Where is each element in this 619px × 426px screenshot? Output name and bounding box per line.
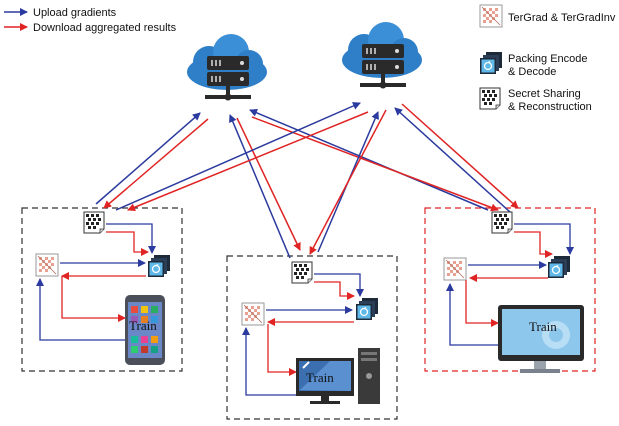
secret-sharing-icon bbox=[491, 211, 513, 234]
network-arrows bbox=[95, 102, 519, 259]
legend-secret-label-1: Secret Sharing bbox=[508, 88, 581, 100]
desktop-pc-icon bbox=[296, 348, 380, 404]
train-label: Train bbox=[129, 318, 157, 333]
smartphone-icon bbox=[125, 295, 165, 365]
client-2: Train bbox=[241, 261, 380, 404]
secret-sharing-icon bbox=[479, 87, 501, 110]
train-label: Train bbox=[306, 370, 334, 385]
tergrad-icon bbox=[479, 4, 503, 28]
client-box-3 bbox=[424, 207, 596, 372]
legend-tergrad-label: TerGrad & TerGradInv bbox=[508, 12, 616, 24]
client-box-2 bbox=[226, 255, 398, 420]
secret-sharing-icon bbox=[83, 211, 105, 234]
cloud-server-1 bbox=[186, 33, 268, 102]
packing-icon bbox=[147, 254, 171, 278]
legend: Upload gradients Download aggregated res… bbox=[4, 4, 616, 113]
legend-packing-label-1: Packing Encode bbox=[508, 53, 588, 65]
tergrad-icon bbox=[35, 253, 59, 277]
packing-icon bbox=[547, 255, 571, 279]
train-label: Train bbox=[529, 319, 557, 334]
legend-download-label: Download aggregated results bbox=[33, 22, 177, 34]
legend-upload-label: Upload gradients bbox=[33, 7, 117, 19]
cloud-server-2 bbox=[341, 21, 423, 90]
monitor-icon bbox=[498, 305, 584, 373]
client-box-1 bbox=[21, 207, 183, 372]
client-1: Train bbox=[35, 211, 171, 365]
legend-upload-item: Upload gradients bbox=[4, 7, 117, 19]
packing-icon bbox=[355, 297, 379, 321]
cloud-server-icon bbox=[186, 33, 268, 102]
tergrad-icon bbox=[241, 302, 265, 326]
secret-sharing-icon bbox=[291, 261, 313, 284]
client-3: Train bbox=[443, 211, 584, 373]
legend-secret-label-2: & Reconstruction bbox=[508, 101, 592, 113]
tergrad-icon bbox=[443, 257, 467, 281]
packing-icon bbox=[479, 51, 503, 75]
legend-packing-label-2: & Decode bbox=[508, 66, 556, 78]
cloud-server-icon bbox=[341, 21, 423, 90]
legend-download-item: Download aggregated results bbox=[4, 22, 177, 34]
